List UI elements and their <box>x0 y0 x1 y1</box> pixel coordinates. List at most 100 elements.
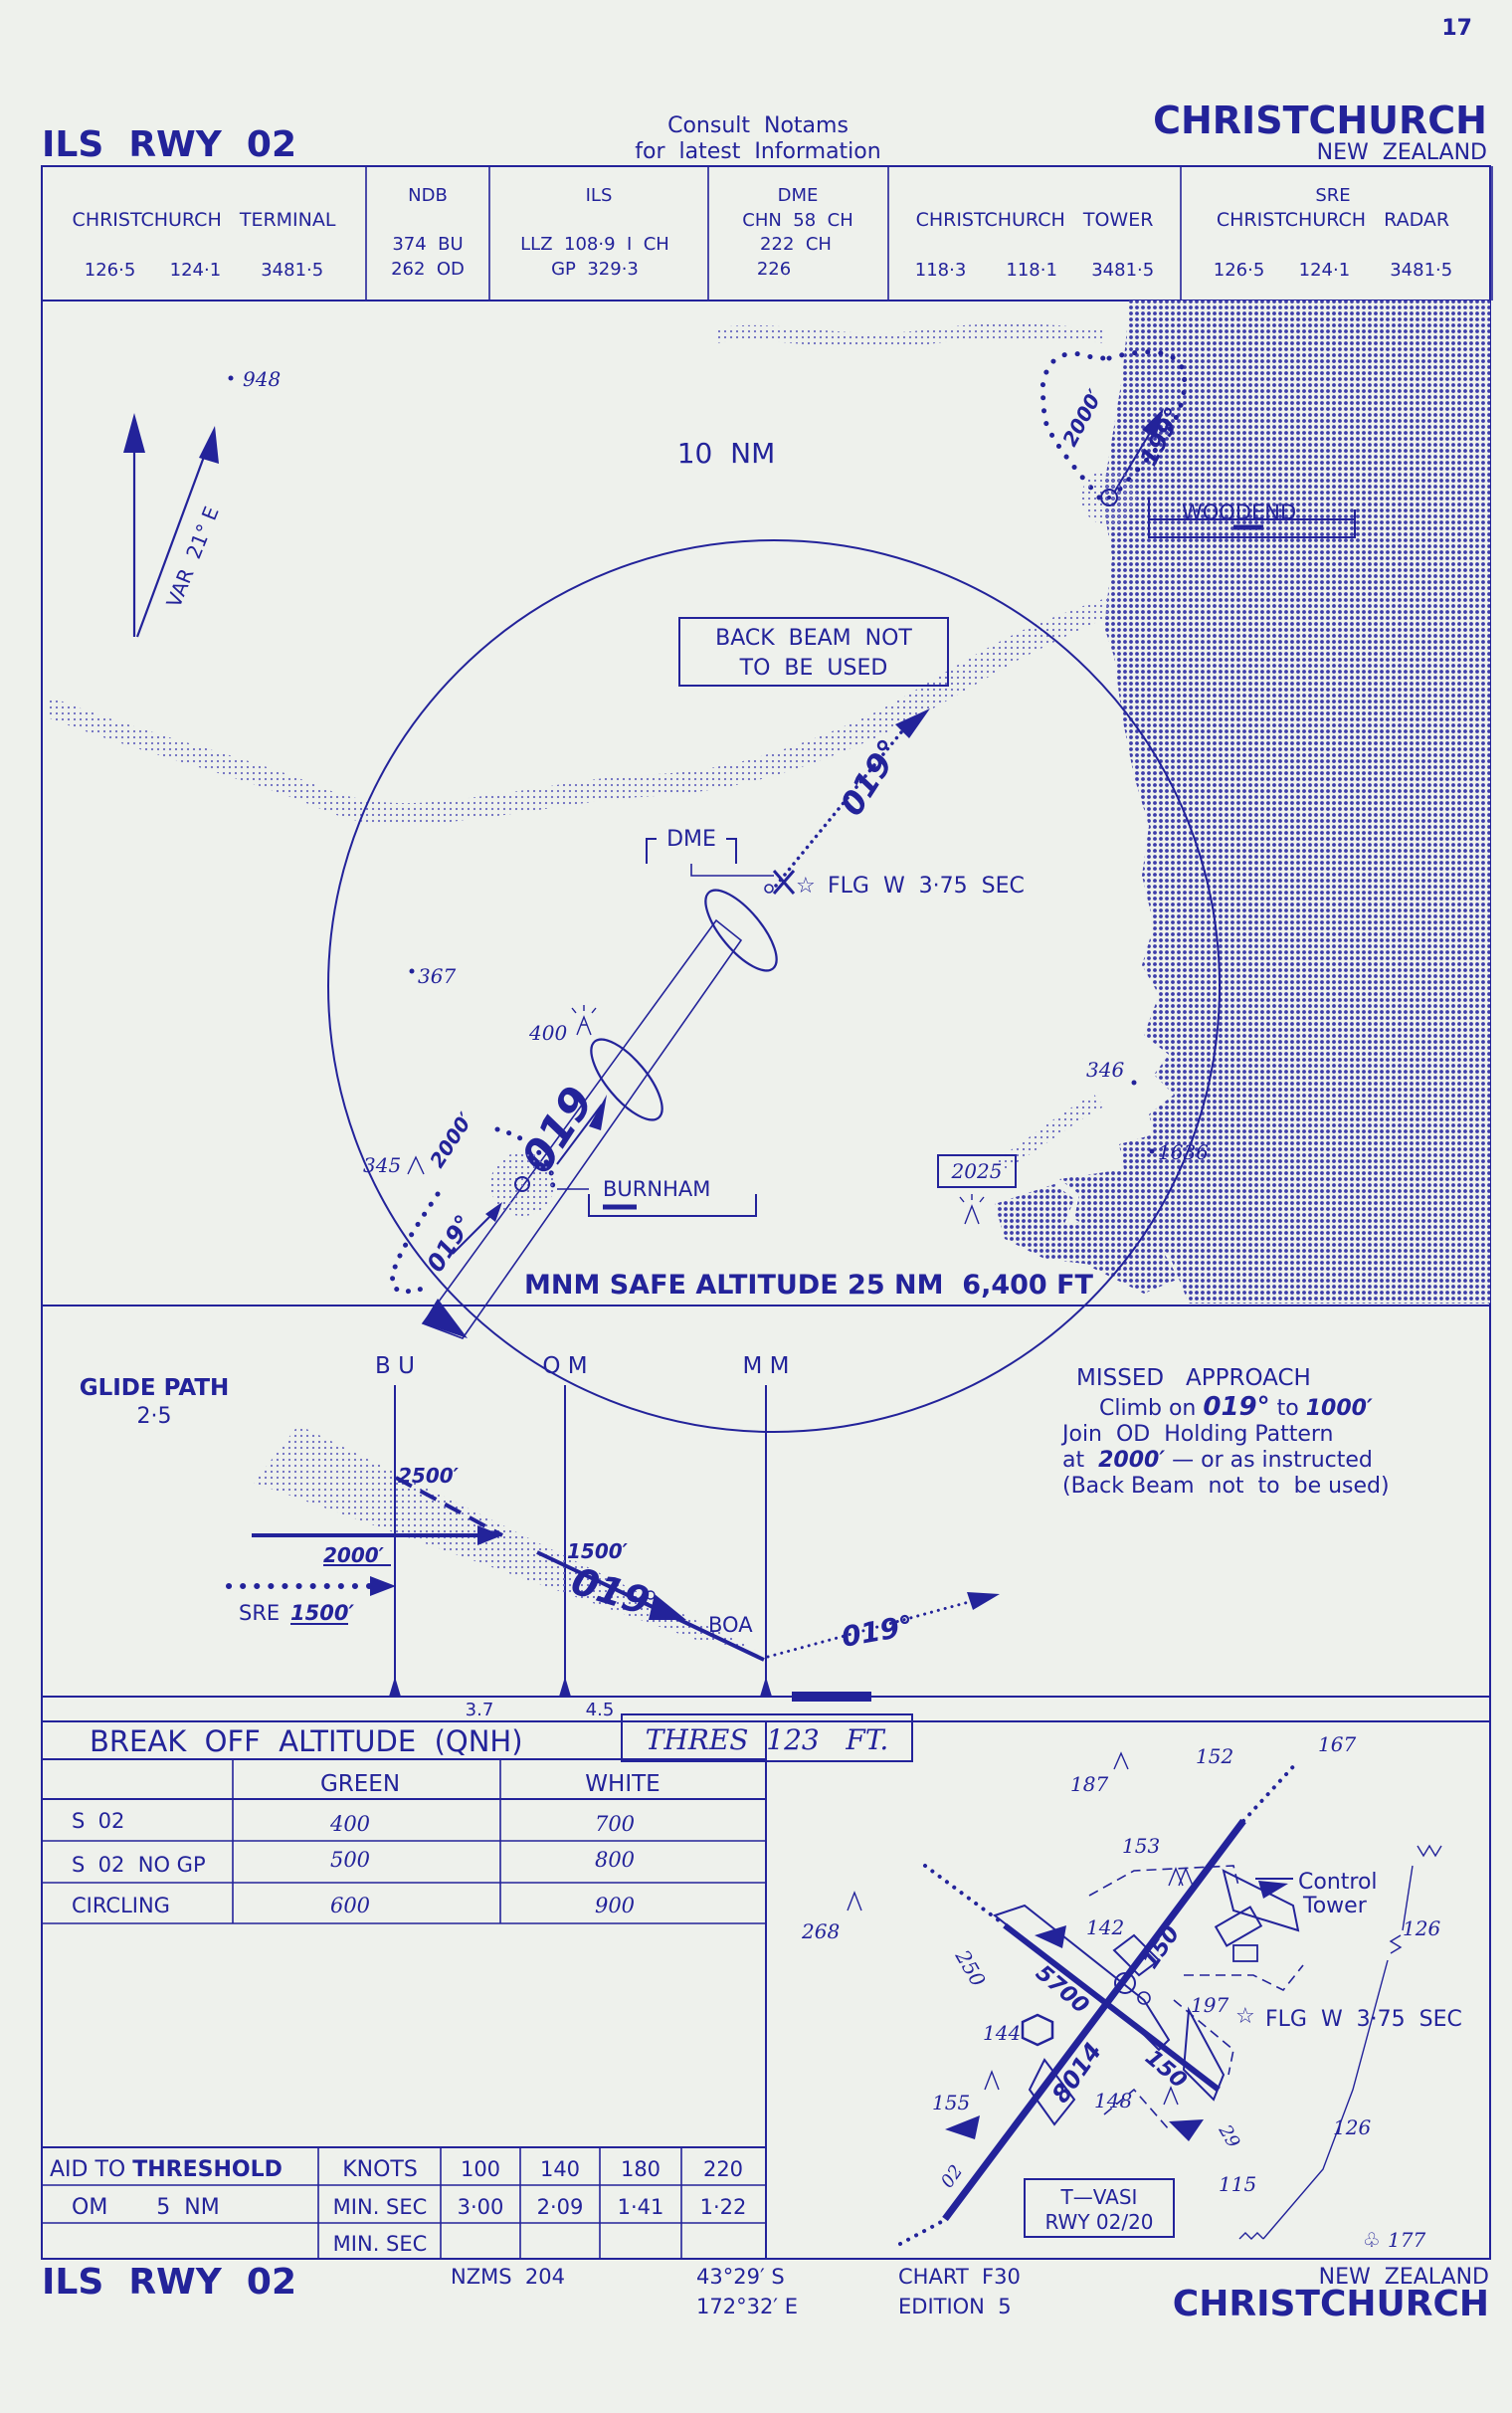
woodend-holding-altitude: 2000′ <box>1057 385 1107 451</box>
river-south <box>995 1095 1104 1169</box>
row-s02nogp-label: S 02 NO GP <box>72 1853 206 1877</box>
burnham-holding-course: 019° <box>422 1210 478 1277</box>
glide-path-label: GLIDE PATH <box>80 1375 230 1401</box>
elev-152: 152 <box>1196 1744 1233 1768</box>
elev-126-a: 126 <box>1403 1916 1440 1940</box>
row-s02-white: 700 <box>595 1812 635 1836</box>
runway-250: 250 <box>950 1945 991 1991</box>
elev-115: 115 <box>1219 2172 1256 2196</box>
plan-view: 10 NM VAR 21° E 948 BACK BEAM NOT TO BE … <box>42 301 1490 1433</box>
freq-terminal-values: 126·5 124·1 3481·5 <box>85 260 323 281</box>
burnham-label: BURNHAM <box>603 1177 710 1201</box>
vasi-icon-4 <box>1035 1925 1066 1948</box>
chart-title: ILS RWY 02 <box>42 124 296 165</box>
ring-label: 10 NM <box>677 437 776 470</box>
runway-02-label: 02 <box>937 2161 967 2192</box>
freq-ils-name: ILS <box>586 185 613 206</box>
notams-line-2: for latest Information <box>635 139 880 164</box>
missed-1c: to <box>1270 1396 1306 1421</box>
trefoil-icon: ♧ <box>1363 2228 1381 2252</box>
compass-rose-icon <box>1021 2013 1054 2047</box>
sea-area <box>1059 301 1490 1304</box>
runway-profile-bar <box>792 1692 871 1702</box>
freq-ndb-od: 262 OD <box>391 259 465 280</box>
river-waimakariri <box>50 597 1109 826</box>
elev-144: 144 <box>983 2021 1021 2045</box>
boa-label: BOA <box>708 1613 753 1637</box>
freq-tower-values: 118·3 118·1 3481·5 <box>915 260 1154 281</box>
woodend-holding <box>1040 349 1188 525</box>
missed-1b: 019° <box>1203 1392 1269 1422</box>
freq-radar-values: 126·5 124·1 3481·5 <box>1214 260 1452 281</box>
footer-title: ILS RWY 02 <box>42 2262 296 2303</box>
elev-197: 197 <box>1191 1993 1228 2017</box>
speed-140: 140 <box>540 2157 580 2181</box>
freq-ndb-name: NDB <box>408 185 448 206</box>
om-distance-label: OM 5 NM <box>72 2195 220 2220</box>
burnham-holding-altitude: 2000′ <box>425 1107 478 1172</box>
vasi-box <box>1024 2178 1175 2238</box>
vasi-icon-3 <box>1258 1881 1288 1899</box>
altitude-2500-label: 2500′ <box>398 1464 460 1488</box>
row-s02-label: S 02 <box>72 1809 124 1833</box>
star-icon: ☆ <box>796 874 816 899</box>
freq-ils-gp: GP 329·3 <box>551 259 639 280</box>
msa-label: MNM SAFE ALTITUDE 25 NM 6,400 FT <box>524 1270 1094 1301</box>
elev-142: 142 <box>1086 1915 1124 1939</box>
footer-country: NEW ZEALAND <box>1319 2265 1489 2290</box>
elevation-2025: 2025 <box>951 1159 1003 1183</box>
elev-268: 268 <box>801 1919 840 1943</box>
runway-29-label: 29 <box>1214 2120 1243 2151</box>
obstacle-icon <box>571 1005 597 1036</box>
minsec-label: MIN. SEC <box>333 2195 428 2219</box>
freq-dme-channel: CHN 58 CH <box>742 210 852 231</box>
dme-fix-icon <box>764 870 796 895</box>
burnham-holding <box>390 1126 556 1295</box>
ten-nm-ring <box>327 539 1221 1433</box>
aid-label-b: THRESHOLD <box>132 2157 283 2182</box>
elev-155: 155 <box>932 2091 970 2114</box>
airport-diagram: ☆ 187 152 167 153 Control Tower 268 142 … <box>801 1732 1462 2252</box>
distance-om-mm: 4.5 <box>586 1700 615 1720</box>
knots-label: KNOTS <box>342 2157 418 2182</box>
airport-flg-label: FLG W 3·75 SEC <box>1265 2007 1462 2032</box>
speed-220: 220 <box>703 2157 743 2181</box>
runway-150-a: 150 <box>1138 1921 1185 1973</box>
airport-city: CHRISTCHURCH <box>1153 99 1487 142</box>
elevation-346: 346 <box>1086 1058 1124 1082</box>
footer-edition: EDITION 5 <box>898 2295 1012 2318</box>
elevation-1636: 1636 <box>1158 1140 1209 1164</box>
elev-148: 148 <box>1094 2089 1132 2112</box>
glide-angle-label: 2·5 <box>137 1404 172 1429</box>
missed-1d: 1000′ <box>1306 1396 1373 1421</box>
back-beam-line-2: TO BE USED <box>739 656 888 681</box>
minima-table: BREAK OFF ALTITUDE (QNH) THRES 123 FT. G… <box>42 1713 913 2259</box>
vasi-icon-1 <box>945 2115 980 2139</box>
freq-tower-name: CHRISTCHURCH TOWER <box>916 209 1154 231</box>
vasi-label-1: T—VASI <box>1060 2185 1138 2209</box>
elev-177: 177 <box>1388 2228 1425 2252</box>
airport-country: NEW ZEALAND <box>1317 140 1487 165</box>
aid-label-a: AID TO <box>50 2157 132 2182</box>
row-s02nogp-white: 800 <box>595 1848 635 1872</box>
time-180: 1·41 <box>618 2195 664 2219</box>
elev-153: 153 <box>1122 1834 1160 1858</box>
altitude-2000-label: 2000′ <box>323 1543 385 1567</box>
freq-sre-name: SRE <box>1315 185 1350 206</box>
sre-label: SRE <box>239 1601 280 1625</box>
vasi-icon-2 <box>1169 2119 1204 2141</box>
profile-view: GLIDE PATH 2·5 B U O M M M 019 2000′ 250… <box>42 1353 1490 1722</box>
minsec-label-2: MIN. SEC <box>333 2232 428 2256</box>
tower-position-icon <box>1114 1972 1136 1994</box>
control-tower-label-2: Tower <box>1302 1894 1368 1918</box>
col-white: WHITE <box>585 1771 660 1797</box>
glide-slope-wedge <box>254 1425 756 1650</box>
freq-ils-llz: LLZ 108·9 I CH <box>520 234 669 255</box>
missed-3b: 2000′ <box>1098 1448 1165 1473</box>
sre-altitude-label: 1500′ <box>290 1601 354 1625</box>
aid-to-threshold-label: AID TO THRESHOLD <box>50 2157 283 2182</box>
runway-02-20 <box>942 1818 1246 2222</box>
row-s02nogp-green: 500 <box>330 1848 370 1872</box>
obstacle-2025-box <box>937 1154 1017 1188</box>
freq-dme-222: 222 CH <box>760 234 832 255</box>
